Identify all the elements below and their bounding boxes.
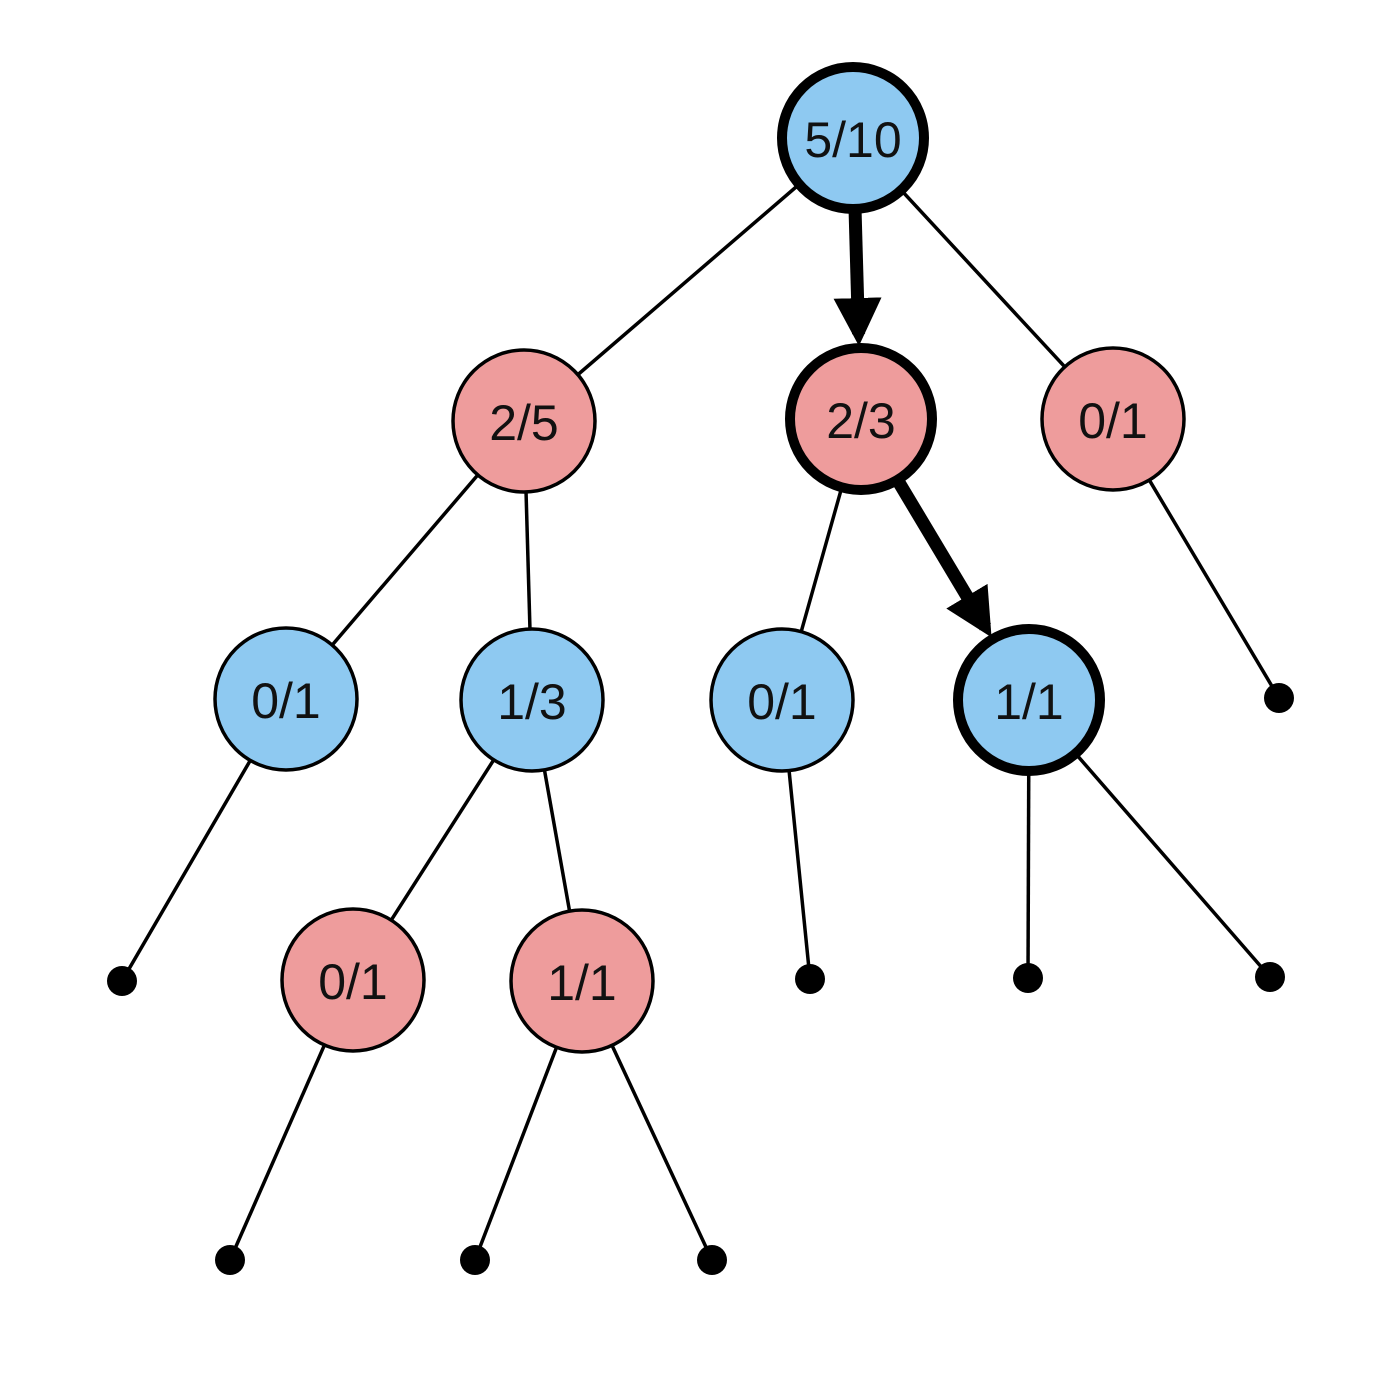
tree-node-n11g-emphasized (953, 624, 1105, 776)
terminal-dot-l3 (460, 1245, 490, 1275)
tree-node-n01h (280, 907, 426, 1053)
terminal-dot-l7 (1255, 962, 1285, 992)
tree-node-n01d (213, 626, 359, 772)
terminal-dot-l1 (107, 966, 137, 996)
tree-edge-n23-n01f (798, 484, 845, 635)
terminal-dot-l8 (1264, 683, 1294, 713)
tree-edge-n11i-l3 (473, 1044, 559, 1261)
tree-edge-n25-n01d (329, 472, 481, 648)
tree-node-n25 (451, 348, 597, 494)
tree-node-n01c (1040, 346, 1186, 492)
terminal-dot-l5 (795, 964, 825, 994)
tree-node-n01f (709, 627, 855, 773)
tree-edge-root-n25 (575, 181, 802, 378)
tree-node-n23-emphasized (785, 343, 937, 495)
tree-edge-n11g-l7 (1072, 750, 1272, 979)
terminal-dot-l6 (1013, 963, 1043, 993)
tree-edge-n25-n13 (524, 489, 532, 632)
tree-edge-n01c-l8 (1146, 477, 1281, 699)
tree-edge-n01h-l2 (228, 1042, 327, 1261)
tree-node-n11i (509, 908, 655, 1054)
tree-edge-n13-n11i (542, 767, 572, 914)
terminal-dot-l4 (697, 1245, 727, 1275)
tree-edge-n11g-l6 (1026, 768, 1031, 979)
tree-node-root-emphasized (777, 62, 929, 214)
selection-arrow-root-n23 (833, 209, 882, 347)
tree-edge-n01f-l5 (787, 768, 812, 980)
tree-edge-n01d-l1 (120, 757, 253, 982)
selection-arrow-n23-n11g (892, 477, 992, 638)
tree-edge-n13-n01h (388, 757, 497, 923)
tree-edge-n11i-l4 (609, 1042, 714, 1261)
terminal-dot-l2 (215, 1245, 245, 1275)
tree-edge-root-n01c (898, 187, 1068, 370)
tree-node-n13 (459, 627, 605, 773)
